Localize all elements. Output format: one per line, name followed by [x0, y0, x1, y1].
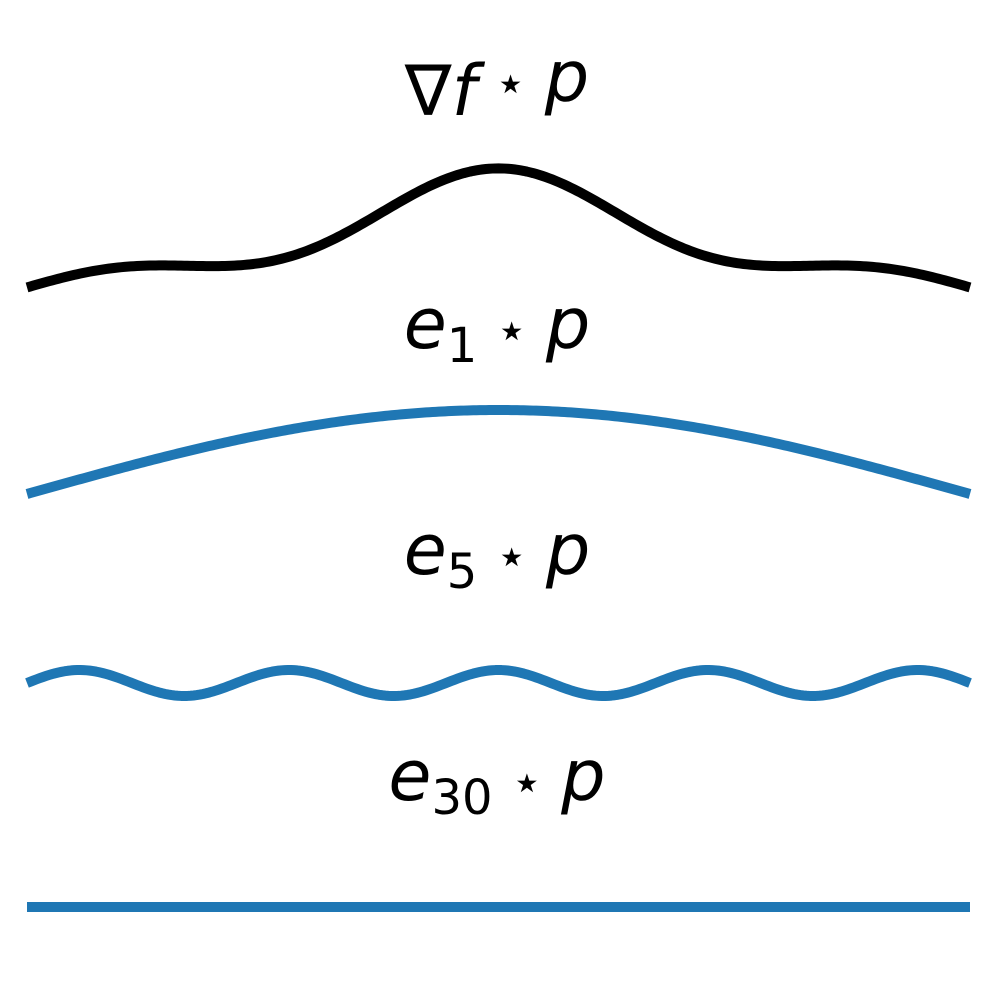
label-base: e	[404, 283, 447, 365]
label-arg: p	[545, 509, 590, 591]
label-op: ⋆	[494, 54, 527, 114]
e1-conv-label: e1 ⋆ p	[404, 283, 591, 374]
label-base: e	[404, 509, 447, 591]
gradient-conv-label: ∇f⋆ p	[404, 36, 589, 132]
label-base: e	[388, 735, 431, 817]
label-sub: 30	[432, 770, 493, 826]
label-sub: 1	[447, 318, 478, 374]
label-arg: p	[560, 735, 605, 817]
label-arg: p	[545, 283, 590, 365]
e5-conv-curve	[25, 665, 972, 701]
gradient-conv-curve	[25, 163, 972, 293]
e30-conv-label: e30 ⋆ p	[388, 735, 605, 826]
e5-conv-label: e5 ⋆ p	[404, 509, 591, 600]
e1-conv-curve	[25, 405, 972, 499]
label-base: ∇f	[404, 50, 486, 132]
label-op: ⋆	[495, 301, 528, 361]
label-op: ⋆	[495, 527, 528, 587]
label-sub: 5	[447, 544, 478, 600]
label-arg: p	[544, 36, 589, 118]
label-op: ⋆	[511, 753, 544, 813]
